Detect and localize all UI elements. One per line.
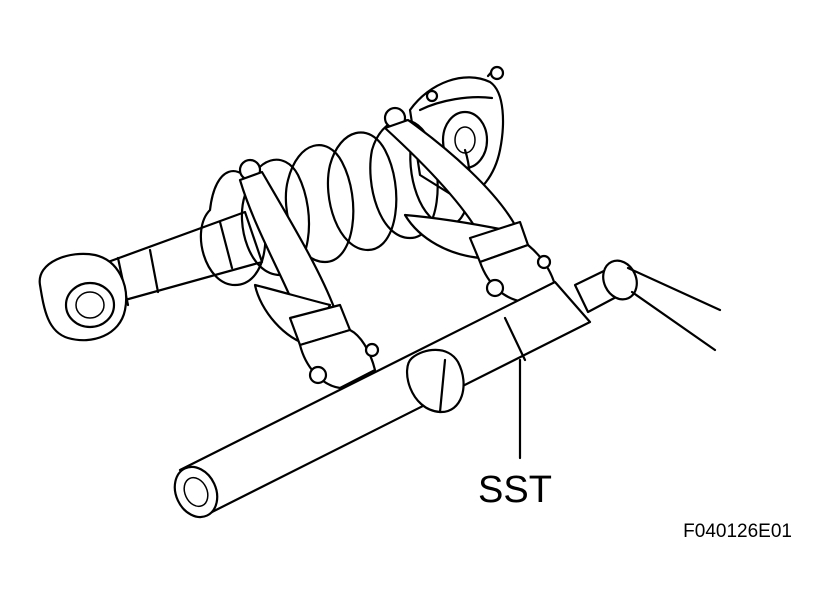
left-compressor-arm xyxy=(238,158,380,390)
sst-handle xyxy=(573,259,722,352)
shock-absorber xyxy=(106,210,264,307)
figure-code: F040126E01 xyxy=(683,521,792,542)
sst-tool-bar xyxy=(173,280,592,519)
lower-mounting-eye xyxy=(38,252,128,342)
right-compressor-arm xyxy=(383,106,557,304)
sst-callout-label: SST xyxy=(478,469,552,511)
